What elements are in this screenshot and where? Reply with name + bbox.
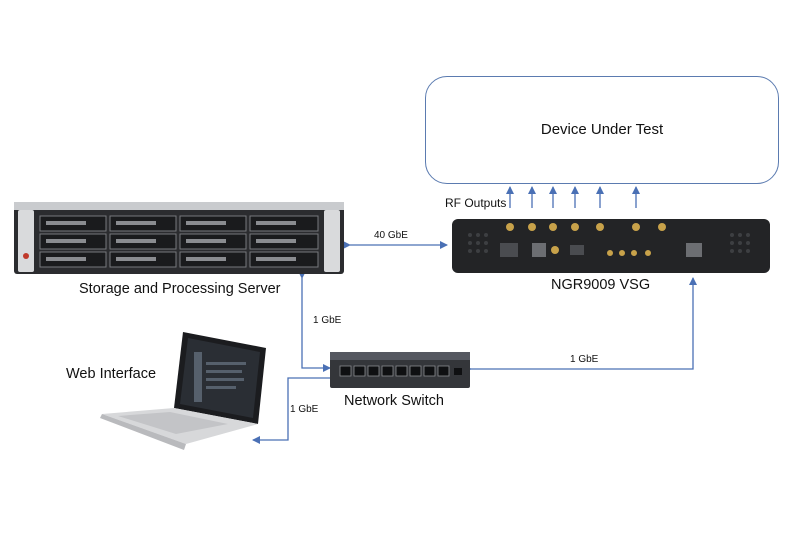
link-label-switch-vsg: 1 GbE <box>570 354 599 365</box>
link-switch-vsg <box>464 277 697 373</box>
link-server-switch <box>298 271 331 372</box>
rf-outputs-label: RF Outputs <box>445 196 507 210</box>
laptop-label: Web Interface <box>66 366 157 382</box>
link-label-switch-laptop: 1 GbE <box>290 404 319 415</box>
vsg-image <box>452 219 770 273</box>
device-under-test-box: Device Under Test <box>425 76 779 184</box>
server-label: Storage and Processing Server <box>79 281 281 297</box>
server-image <box>14 202 344 274</box>
laptop-image <box>100 332 266 450</box>
vsg-label: NGR9009 VSG <box>551 277 651 293</box>
link-switch-laptop <box>252 374 337 444</box>
device-under-test-label: Device Under Test <box>540 121 664 138</box>
switch-label: Network Switch <box>344 393 444 409</box>
link-label-server-switch: 1 GbE <box>313 315 342 326</box>
switch-image <box>330 352 470 388</box>
link-label-server-vsg: 40 GbE <box>374 230 408 241</box>
